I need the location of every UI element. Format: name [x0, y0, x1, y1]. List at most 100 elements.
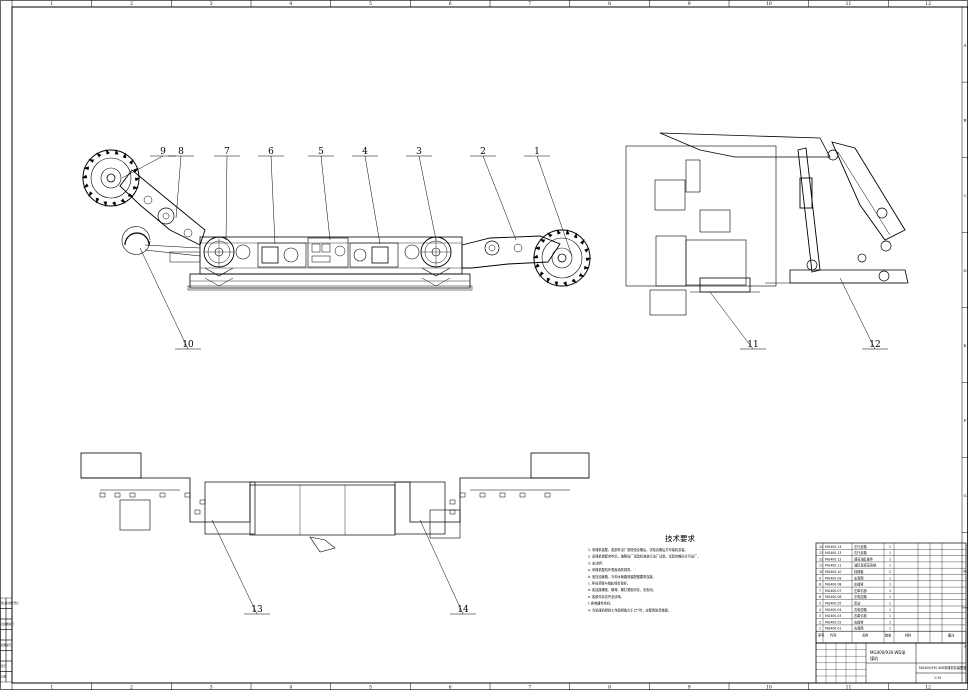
grid-col-label-top: 3 [210, 1, 213, 7]
parts-row-qty: 1 [889, 551, 891, 555]
parts-row-qty: 1 [889, 627, 891, 631]
grid-row-label: H [963, 568, 967, 573]
tech-requirement-line: d. 各连接螺栓、螺母、螺钉紧固可靠，无松动。 [588, 587, 656, 592]
parts-row-no: 9 [819, 576, 821, 580]
right-ranging-arm [461, 235, 561, 269]
grid-col-label-bottom: 9 [688, 685, 691, 690]
left-cutting-drum [81, 148, 141, 208]
parts-header-cell: 代号 [830, 633, 836, 638]
grid-row-label: D [963, 268, 966, 273]
callout-number: 9 [160, 147, 166, 157]
parts-row-qty: 1 [889, 608, 891, 612]
callout-number: 3 [416, 147, 422, 157]
parts-row-name: 右行走箱 [854, 550, 868, 555]
callout-number: 12 [869, 340, 880, 350]
parts-header-cell: 序号 [818, 633, 824, 638]
parts-row-no: 11 [819, 564, 823, 568]
parts-row-no: 2 [819, 620, 821, 624]
grid-col-label-bottom: 8 [608, 685, 611, 690]
parts-row-qty: 1 [889, 595, 891, 599]
title-name-line1: MG400/930-WD采 [870, 649, 905, 655]
callout-number: 14 [457, 605, 469, 615]
parts-row-code: MG400.08 [825, 583, 841, 587]
tech-requirement-line: e. 各部件标志齐全清晰。 [588, 594, 624, 599]
parts-row-code: MG400.07 [825, 589, 841, 593]
grid-row-label: B [964, 118, 967, 123]
tech-requirement-line: 4. 当采煤机倾斜工作面倾角大于15°时，应配用防滑装置。 [588, 607, 671, 612]
grid-col-label-top: 1 [50, 1, 53, 7]
tech-requirements-title: 技术要求 [665, 533, 695, 543]
grid-row-label: E [964, 343, 967, 348]
tech-requirement-line: f. 各电器件完好。 [588, 601, 613, 606]
parts-row-no: 4 [819, 608, 821, 612]
side-view [625, 132, 909, 316]
grid-col-label-top: 8 [608, 1, 611, 7]
callout-number: 8 [178, 147, 184, 157]
parts-row-qty: 1 [889, 576, 891, 580]
parts-row-qty: 1 [889, 602, 891, 606]
title-block [815, 642, 967, 684]
parts-row-code: MG400.04 [825, 608, 841, 612]
grid-col-label-top: 10 [766, 1, 772, 7]
parts-header-cell: 名称 [862, 633, 869, 638]
parts-row-qty: 1 [889, 564, 891, 568]
parts-row-no: 7 [819, 589, 821, 593]
plan-view [80, 452, 590, 553]
parts-row-name: 泵站 [854, 601, 861, 606]
parts-row-name: 左牵引部 [854, 588, 868, 593]
parts-row-no: 8 [819, 583, 821, 587]
grid-col-label-top: 5 [369, 1, 372, 7]
callout-number: 7 [224, 147, 230, 157]
parts-header-cell: 材料 [905, 633, 912, 638]
grid-col-label-bottom: 10 [766, 685, 772, 690]
parts-row-name: 调高油缸部件 [854, 556, 874, 561]
tech-requirements: 技术要求 1. 采煤机装配，各部件出厂前检验合格后，试验合格后方可装机总装。2.… [588, 533, 700, 612]
parts-row-code: MG400.02 [825, 620, 841, 624]
parts-row-qty: 1 [889, 545, 891, 549]
parts-row-qty: 1 [889, 557, 891, 561]
callout-number: 4 [362, 147, 368, 157]
grid-col-label-bottom: 1 [50, 685, 53, 690]
parts-row-no: 5 [819, 602, 821, 606]
left-stamp-label: 底图总号 [1, 643, 12, 647]
parts-row-no: 1 [819, 627, 821, 631]
grid-row-label: I [964, 643, 966, 648]
left-control-box [257, 242, 307, 268]
parts-row-qty: 1 [889, 589, 891, 593]
title-name-line2: 煤机 [870, 655, 878, 661]
callout-number: 13 [251, 605, 263, 615]
grid-col-label-top: 9 [688, 1, 691, 7]
parts-row-qty: 1 [889, 620, 891, 624]
parts-row-qty: 1 [889, 583, 891, 587]
tech-requirement-line: 3. 未注明： [588, 560, 605, 565]
grid-col-label-top: 7 [528, 1, 531, 7]
left-stamp-label: 日期 [1, 675, 7, 679]
parts-row-code: MG400.10 [825, 570, 841, 574]
right-control-box [349, 242, 399, 268]
grid-col-label-bottom: 2 [130, 685, 133, 690]
left-stamp-label: 借(通)用件登记 [1, 601, 19, 605]
tech-requirement-line: a. 采煤机整机外表面涂防锈漆。 [588, 567, 633, 572]
parts-row-code: MG400.14 [825, 545, 841, 549]
grid-row-label: G [963, 493, 966, 498]
parts-row-code: MG400.13 [825, 551, 841, 555]
right-cutting-drum [532, 228, 592, 288]
parts-row-name: 左行走箱 [854, 544, 868, 549]
grid-col-label-bottom: 3 [210, 685, 213, 690]
parts-row-name: 右牵引部 [854, 613, 868, 618]
parts-row-code: MG400.06 [825, 595, 841, 599]
callout-number: 6 [268, 147, 274, 157]
left-stamp-label: 旧底图总号 [1, 622, 14, 626]
callout-number: 10 [182, 340, 194, 350]
grid-col-label-bottom: 4 [289, 685, 292, 690]
parts-row-code: MG400.11 [825, 564, 841, 568]
parts-row-code: MG400.03 [825, 614, 841, 618]
parts-row-name: 左摇臂 [854, 582, 864, 587]
parts-row-name: 右摇臂 [854, 619, 864, 624]
